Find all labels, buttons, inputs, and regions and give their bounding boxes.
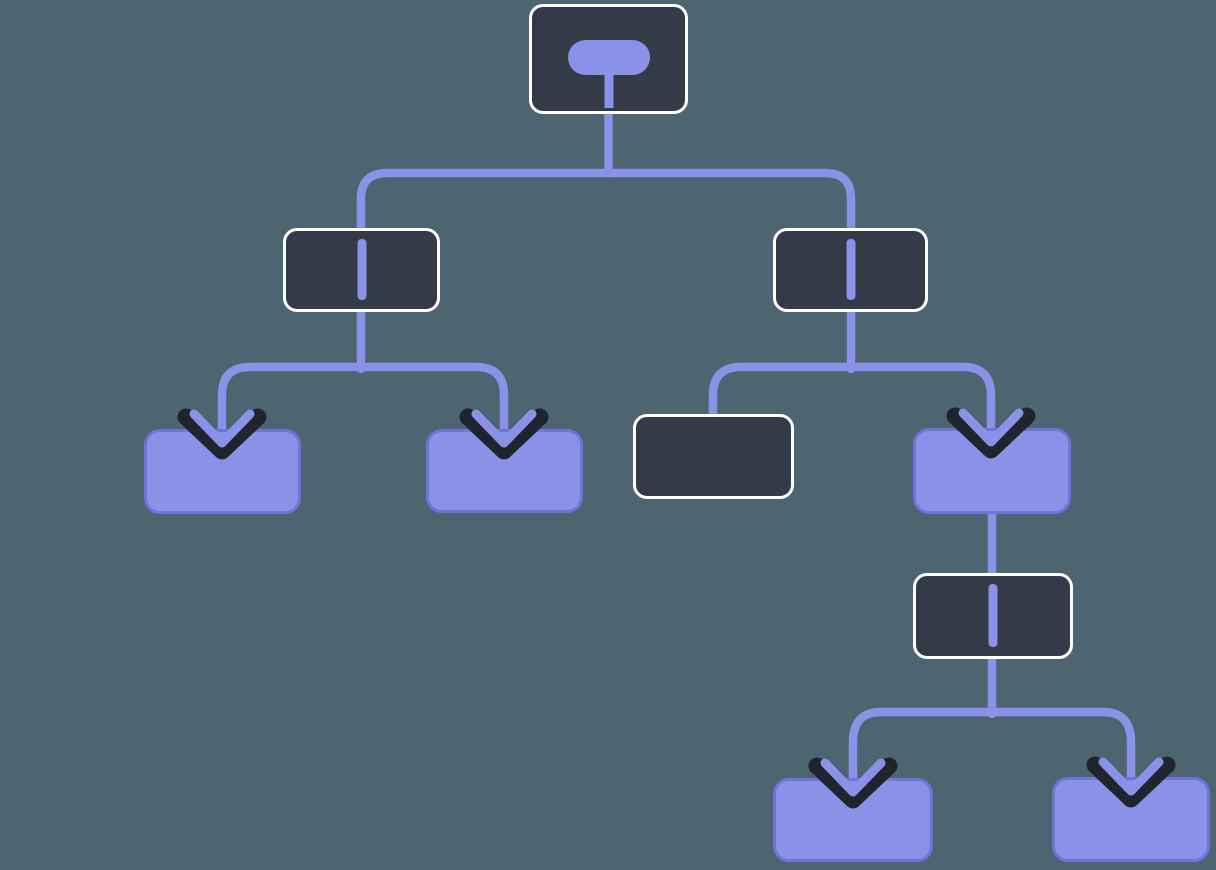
root-pill-stem (604, 71, 613, 108)
leaf-node-1[interactable] (144, 429, 301, 514)
root-node[interactable] (529, 4, 688, 114)
leaf-node-5[interactable] (1052, 777, 1210, 862)
leaf-node-2[interactable] (426, 429, 583, 513)
vertical-line-icon (846, 239, 855, 300)
vertical-line-icon (988, 584, 998, 647)
split-node-right[interactable] (773, 228, 928, 312)
root-pill-icon (567, 40, 650, 75)
branch-node[interactable] (633, 414, 794, 499)
split-node-lower[interactable] (913, 573, 1073, 659)
split-node-left[interactable] (283, 228, 440, 312)
leaf-node-4[interactable] (773, 778, 933, 862)
leaf-node-3[interactable] (913, 428, 1071, 514)
vertical-line-icon (357, 239, 366, 300)
